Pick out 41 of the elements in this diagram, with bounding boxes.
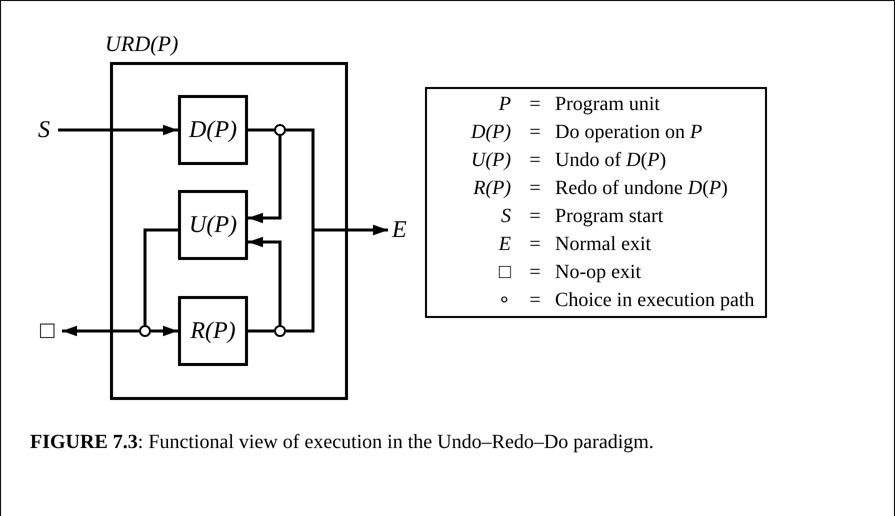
definition-text: Undo of D(P) (555, 148, 668, 173)
equals-sign: = (528, 92, 542, 117)
arrow (58, 124, 178, 136)
definition-text: Normal exit (555, 232, 652, 257)
box-heading: URD(P) (105, 31, 178, 57)
equals-sign: = (528, 232, 542, 257)
process-box: U(P) (178, 190, 248, 260)
arrow (151, 326, 178, 336)
process-box: D(P) (178, 95, 248, 165)
terminal-label: S (38, 118, 50, 142)
choice-circle (139, 325, 151, 337)
arrow (248, 136, 282, 224)
symbol-text: □ (498, 260, 512, 285)
choice-circle (274, 325, 286, 337)
arrow (62, 326, 139, 336)
definition-text: No-op exit (555, 260, 642, 285)
definition-text: Program unit (555, 92, 661, 117)
arrow (248, 236, 282, 325)
choice-circle (274, 124, 286, 136)
symbol-text: ∘ (497, 288, 512, 313)
terminal-label: □ (40, 319, 54, 343)
equals-sign: = (528, 260, 542, 285)
process-box: R(P) (178, 296, 248, 366)
symbol-text: P (498, 92, 512, 117)
equals-sign: = (528, 148, 542, 173)
definition-text: Program start (555, 204, 664, 229)
terminal-label: E (392, 218, 407, 242)
equals-sign: = (528, 204, 542, 229)
symbol-text: S (500, 204, 512, 229)
symbol-text: E (498, 232, 512, 257)
figure-caption: FIGURE 7.3: Functional view of execution in the Undo–Redo–Do paradigm. (30, 430, 655, 455)
definition-text: Redo of undone D(P) (555, 176, 729, 201)
symbol-text: D(P) (470, 120, 512, 145)
definition-text: Choice in execution path (555, 288, 756, 313)
definition-text: Do operation on P (555, 120, 704, 145)
equals-sign: = (528, 176, 542, 201)
symbol-text: R(P) (472, 176, 512, 201)
symbol-text: U(P) (470, 148, 512, 173)
equals-sign: = (528, 120, 542, 145)
arrow (286, 224, 388, 332)
equals-sign: = (528, 288, 542, 313)
